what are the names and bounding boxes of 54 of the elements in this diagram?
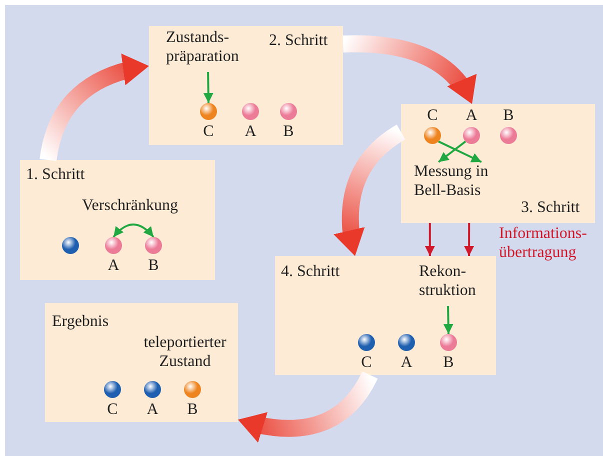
- arrow: [464, 223, 474, 256]
- particle-label: B: [282, 123, 295, 141]
- step-arrow: [40, 54, 150, 162]
- step-text: Verschränkung: [82, 196, 178, 215]
- arrow: [424, 223, 435, 256]
- step-panel: [275, 256, 496, 375]
- particle-ball: [398, 334, 415, 351]
- particle-ball: [62, 237, 79, 254]
- step-panel: [20, 160, 215, 280]
- arrow: [438, 140, 482, 163]
- particle-ball: [184, 381, 201, 398]
- particle-ball: [424, 127, 441, 144]
- particle-label: C: [426, 107, 439, 125]
- particle-ball: [105, 237, 122, 254]
- step-text: Zustands- präparation: [166, 28, 256, 66]
- particle-label: B: [442, 354, 455, 372]
- arrow: [438, 140, 466, 163]
- particle-ball: [145, 237, 162, 254]
- arrow: [203, 72, 214, 104]
- particle-ball: [358, 334, 375, 351]
- step-heading: 3. Schritt: [521, 198, 580, 217]
- arrow: [443, 306, 454, 334]
- particle-label: A: [244, 123, 258, 141]
- particle-label: A: [400, 354, 414, 372]
- particle-label: B: [186, 401, 199, 419]
- step-heading: 1. Schritt: [26, 165, 85, 184]
- particle-label: C: [202, 123, 215, 141]
- particle-ball: [200, 103, 217, 120]
- step-text: Messung in Bell-Basis: [414, 162, 506, 200]
- particle-label: B: [147, 257, 160, 275]
- step-panel: [401, 104, 595, 223]
- step-text: teleportierter Zustand: [142, 333, 228, 371]
- particle-label: C: [106, 401, 119, 419]
- particle-label: A: [106, 257, 120, 275]
- particle-ball: [500, 127, 517, 144]
- particle-ball: [280, 103, 297, 120]
- particle-ball: [440, 334, 457, 351]
- step-heading: 4. Schritt: [281, 262, 340, 281]
- particle-label: A: [464, 107, 478, 125]
- step-text: Rekon- struktion: [419, 262, 499, 300]
- particle-ball: [242, 103, 259, 120]
- particle-ball: [463, 127, 480, 144]
- step-panel: [45, 303, 238, 422]
- particle-ball: [144, 381, 161, 398]
- step-arrow: [334, 124, 406, 258]
- particle-ball: [104, 381, 121, 398]
- particle-label: C: [360, 354, 373, 372]
- arrow: [112, 224, 154, 238]
- particle-label: B: [502, 107, 515, 125]
- step-heading: Ergebnis: [52, 312, 109, 331]
- step-panel: [149, 26, 343, 145]
- particle-label: A: [146, 401, 160, 419]
- step-heading: 2. Schritt: [269, 31, 328, 50]
- step-arrow: [236, 371, 378, 442]
